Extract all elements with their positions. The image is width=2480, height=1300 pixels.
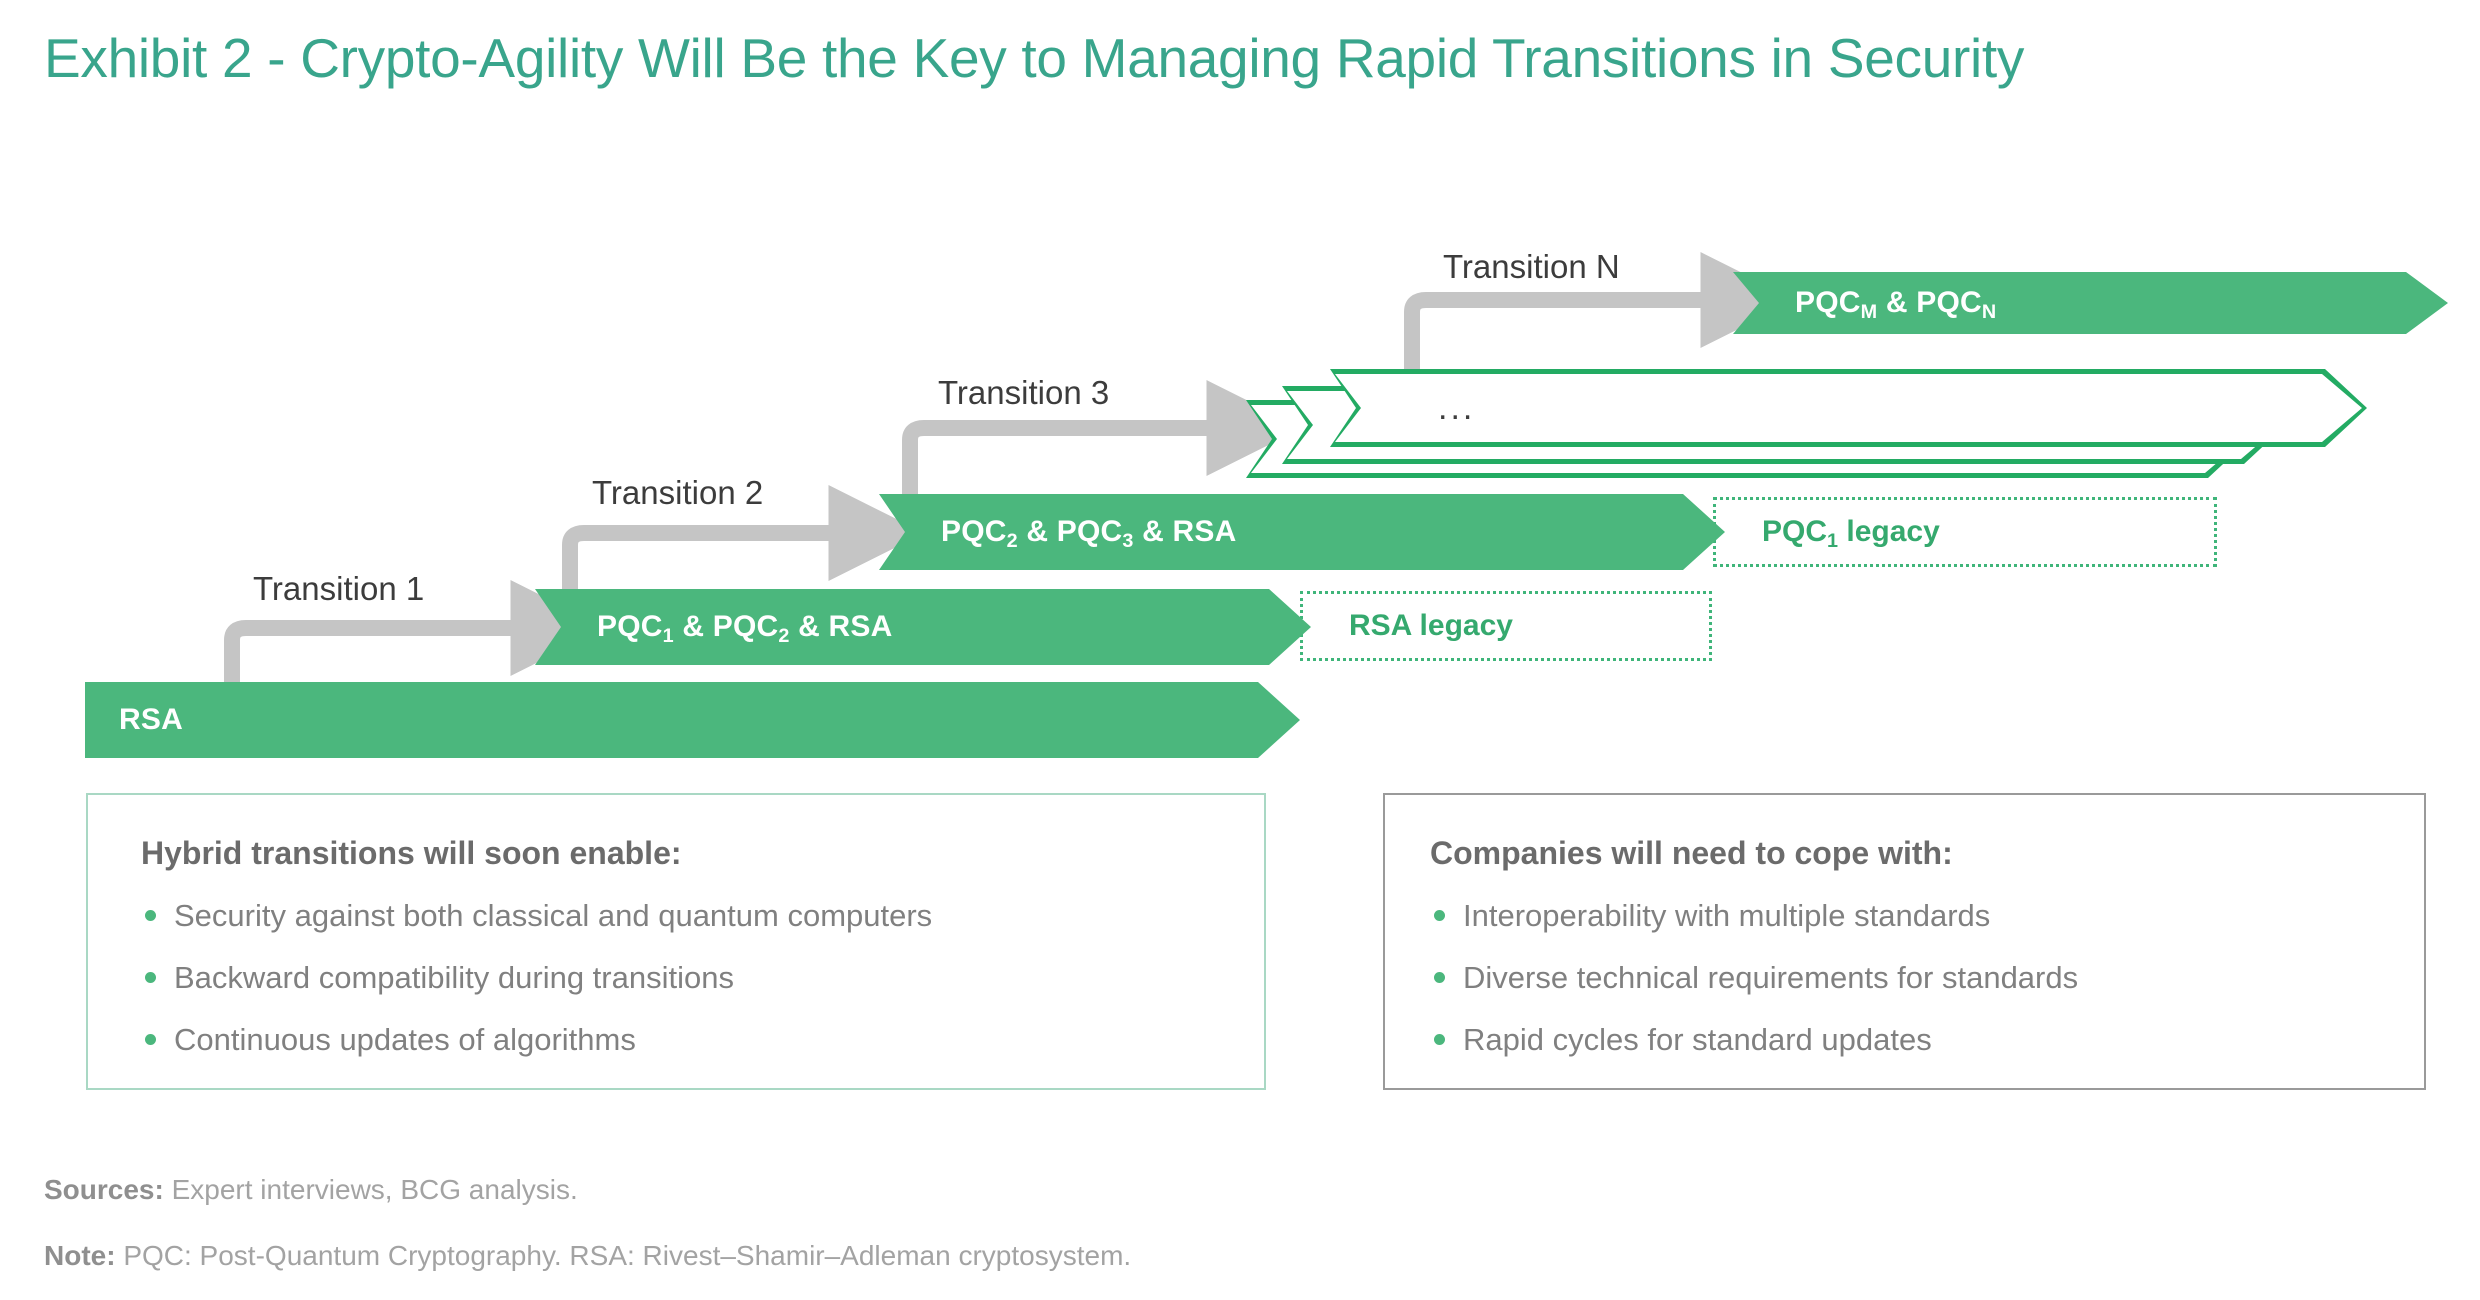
footnote-note-text: PQC: Post-Quantum Cryptography. RSA: Riv… <box>115 1240 1132 1271</box>
bar-label-pqcm-pqcn: PQCM & PQCN <box>1795 286 1997 323</box>
legacy-label-rsa: RSA legacy <box>1349 609 1513 642</box>
list-item: Security against both classical and quan… <box>141 898 1264 934</box>
footnote-sources-key: Sources: <box>44 1174 164 1205</box>
transition-label-n: Transition N <box>1443 248 1620 285</box>
legacy-label-pqc1: PQC1 legacy <box>1762 515 1940 552</box>
bullet-dot-icon <box>145 972 156 983</box>
list-item: Rapid cycles for standard updates <box>1430 1022 2424 1058</box>
bar-label-pqc2-pqc3-rsa: PQC2 & PQC3 & RSA <box>941 515 1237 552</box>
transition-label-2: Transition 2 <box>592 474 764 511</box>
bar-pqcm-pqcn: PQCM & PQCN <box>1733 272 2448 334</box>
ellipsis-arrow-front: ... <box>1330 369 2367 447</box>
bullet-dot-icon <box>145 910 156 921</box>
footnote-note: Note: PQC: Post-Quantum Cryptography. RS… <box>44 1240 1131 1272</box>
transition-n-arrow <box>1404 252 1797 372</box>
legacy-box-pqc1: PQC1 legacy <box>1713 497 2217 567</box>
bullet-dot-icon <box>145 1034 156 1045</box>
footnote-sources: Sources: Expert interviews, BCG analysis… <box>44 1174 578 1206</box>
bar-label-pqc1-pqc2-rsa: PQC1 & PQC2 & RSA <box>597 610 893 647</box>
list-item: Interoperability with multiple standards <box>1430 898 2424 934</box>
transition-label-3: Transition 3 <box>938 374 1110 411</box>
list-item: Continuous updates of algorithms <box>141 1022 1264 1058</box>
list-item-text: Interoperability with multiple standards <box>1463 898 1991 933</box>
info-box-companies-cope: Companies will need to cope with: Intero… <box>1383 793 2426 1090</box>
bar-rsa: RSA <box>85 682 1300 758</box>
transition-label-1: Transition 1 <box>253 570 425 607</box>
legacy-box-rsa: RSA legacy <box>1300 591 1712 661</box>
list-item: Diverse technical requirements for stand… <box>1430 960 2424 996</box>
ellipsis-label: ... <box>1438 389 1476 427</box>
info-heading-hybrid: Hybrid transitions will soon enable: <box>141 835 682 871</box>
list-item-text: Continuous updates of algorithms <box>174 1022 636 1057</box>
bar-pqc2-pqc3-rsa: PQC2 & PQC3 & RSA <box>879 494 1725 570</box>
list-item-text: Backward compatibility during transition… <box>174 960 734 995</box>
list-item-text: Diverse technical requirements for stand… <box>1463 960 2079 995</box>
ellipsis-arrow-front-inner <box>1335 374 2362 442</box>
list-item-text: Rapid cycles for standard updates <box>1463 1022 1932 1057</box>
footnote-sources-text: Expert interviews, BCG analysis. <box>163 1174 578 1205</box>
bullet-dot-icon <box>1434 910 1445 921</box>
bullet-dot-icon <box>1434 972 1445 983</box>
bar-pqc1-pqc2-rsa: PQC1 & PQC2 & RSA <box>535 589 1311 665</box>
footnote-note-key: Note: <box>44 1240 116 1271</box>
info-heading-companies: Companies will need to cope with: <box>1430 835 1953 871</box>
bullet-dot-icon <box>1434 1034 1445 1045</box>
info-box-hybrid-transitions: Hybrid transitions will soon enable: Sec… <box>86 793 1266 1090</box>
list-item: Backward compatibility during transition… <box>141 960 1264 996</box>
info-list-companies: Interoperability with multiple standards… <box>1430 898 2424 1058</box>
info-list-hybrid: Security against both classical and quan… <box>141 898 1264 1058</box>
list-item-text: Security against both classical and quan… <box>174 898 933 933</box>
page-title: Exhibit 2 - Crypto-Agility Will Be the K… <box>44 27 2025 89</box>
bar-label-rsa: RSA <box>119 703 183 736</box>
